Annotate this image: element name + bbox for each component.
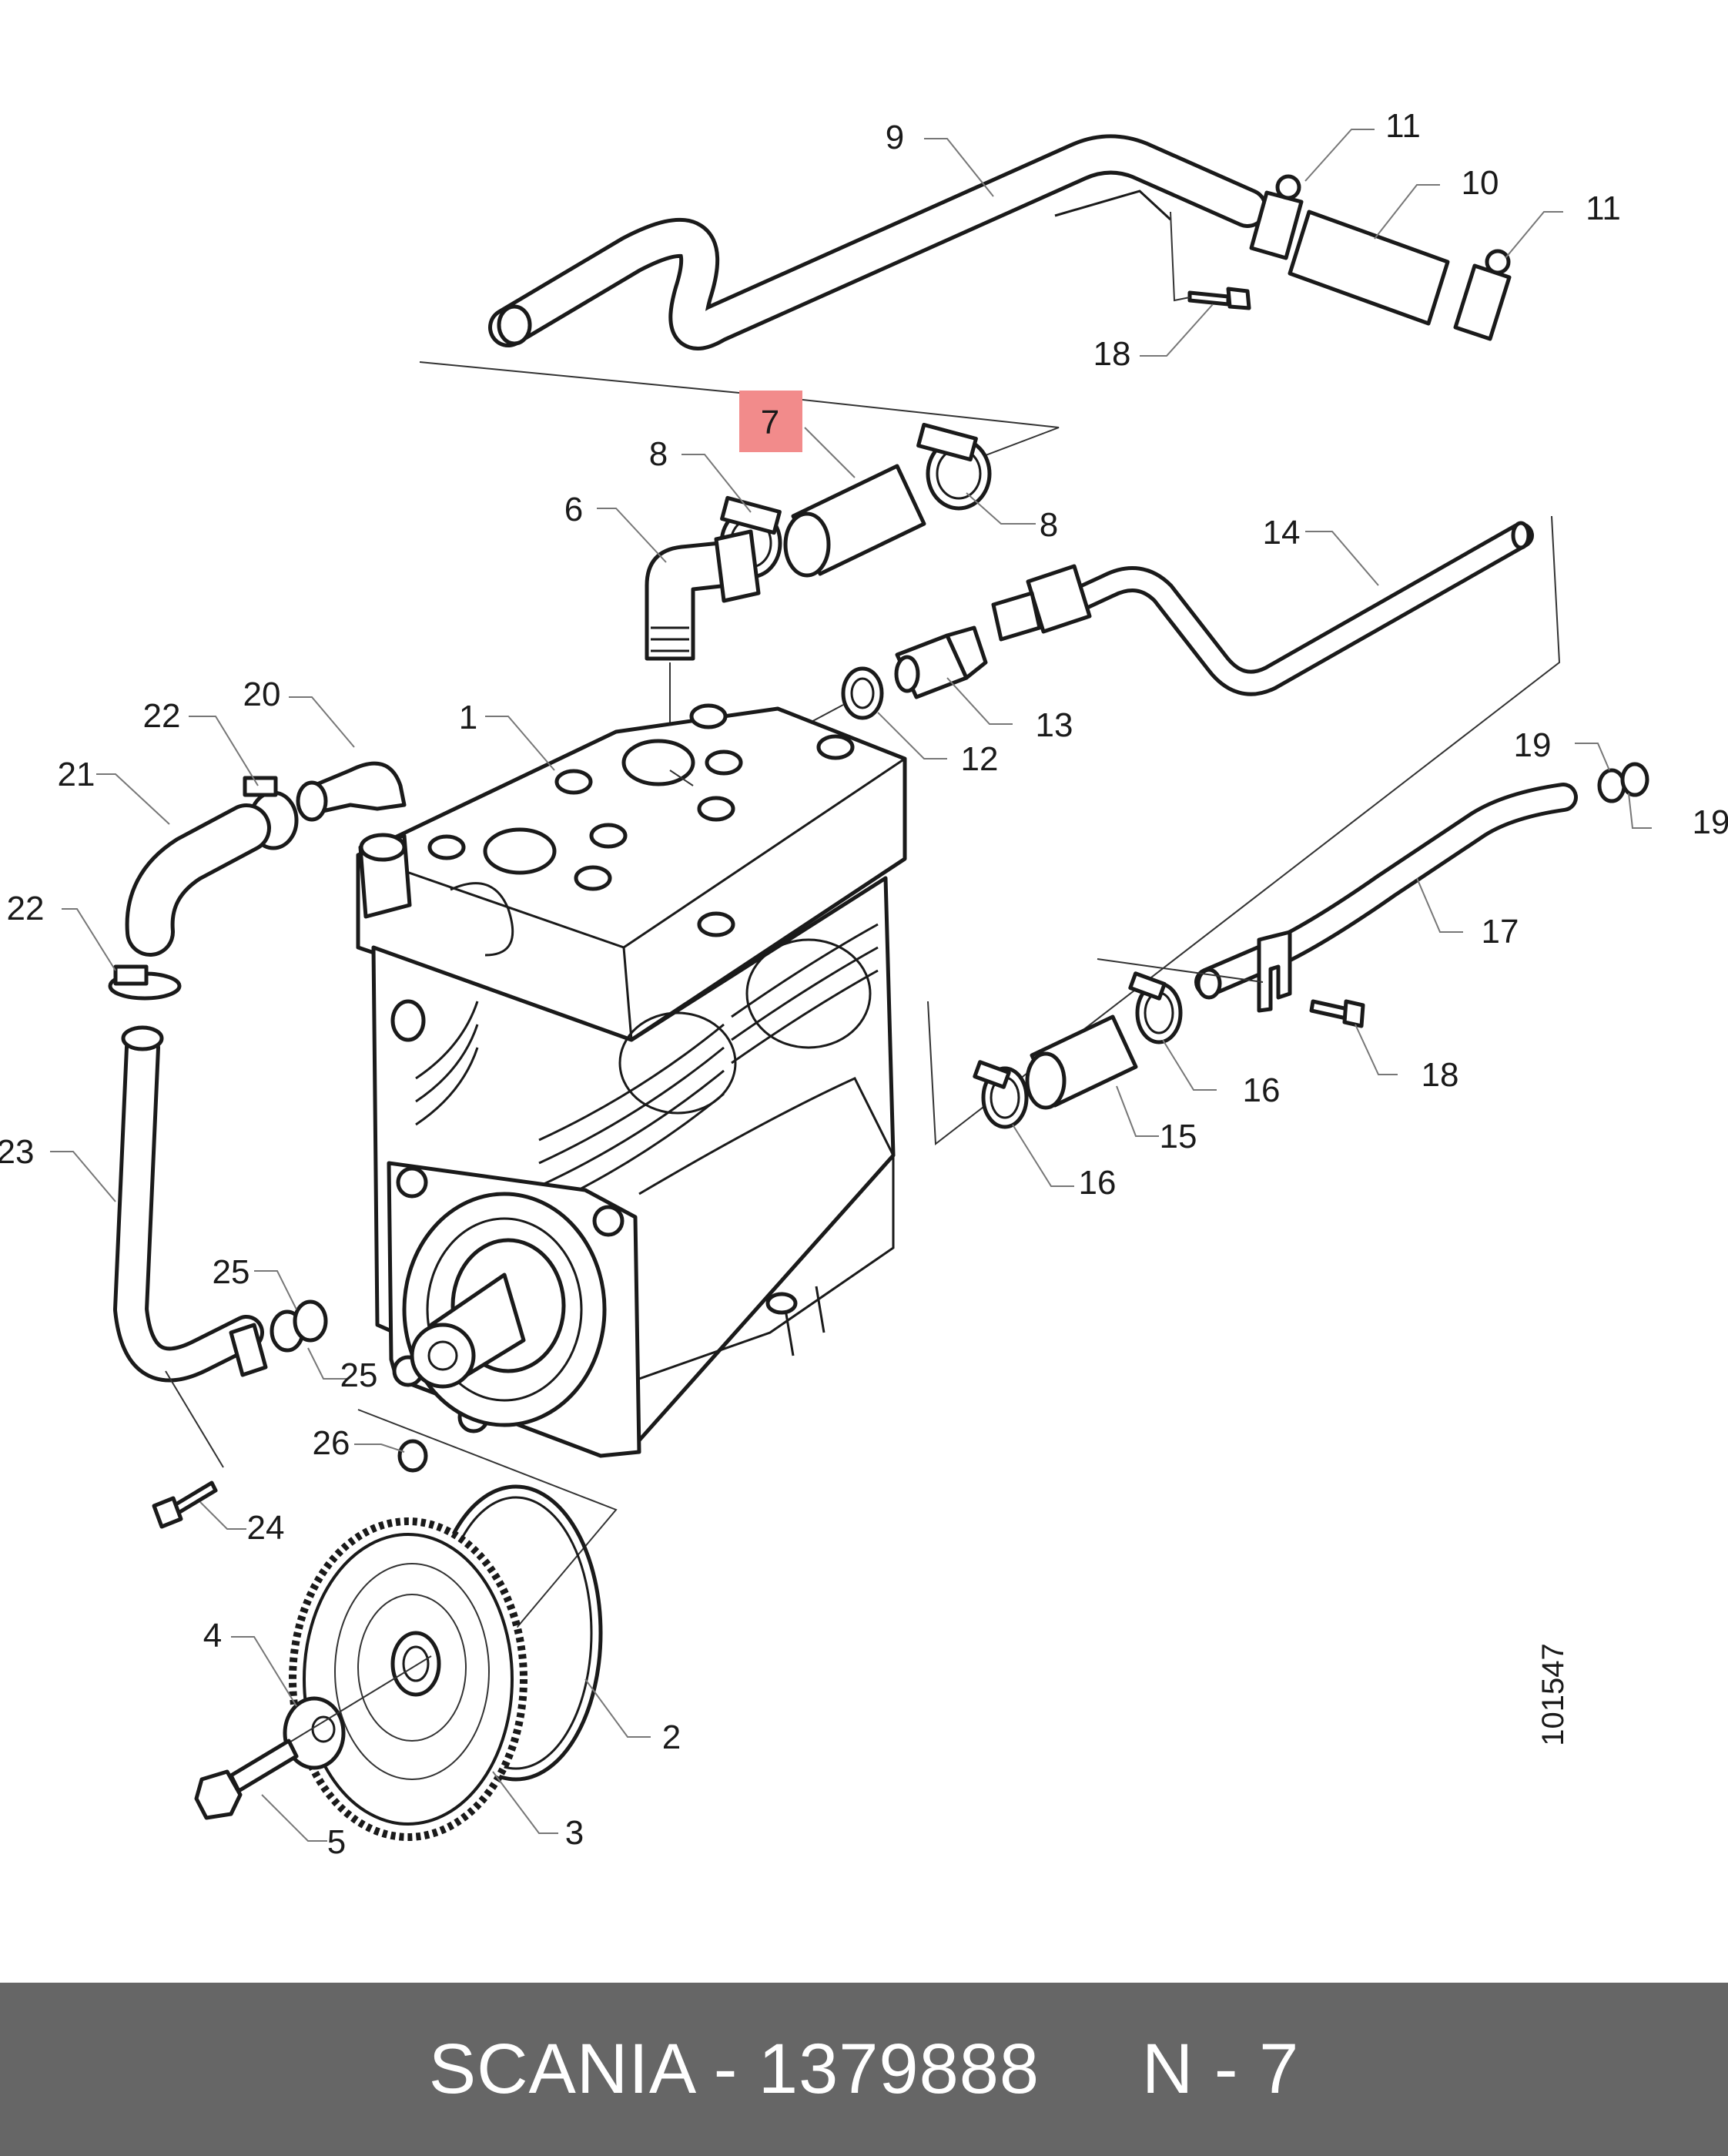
o-rings-19 xyxy=(1597,762,1649,803)
clamp-8-right xyxy=(916,422,992,511)
clamp-16-lower xyxy=(973,1060,1029,1129)
callout-13: 13 xyxy=(1036,706,1073,744)
callout-2: 2 xyxy=(662,1718,681,1756)
callout-22-upper: 22 xyxy=(143,697,181,735)
pipe-23 xyxy=(113,1025,268,1383)
clamp-11-right xyxy=(1453,249,1512,341)
callout-9: 9 xyxy=(886,119,904,156)
callout-6: 6 xyxy=(564,491,583,528)
coolant-pipe-9 xyxy=(488,134,1268,350)
bolt-5 xyxy=(194,1739,299,1820)
compressor-1 xyxy=(356,703,907,1458)
callout-4: 4 xyxy=(203,1617,222,1655)
callout-21: 21 xyxy=(58,756,95,793)
callout-26: 26 xyxy=(313,1424,350,1462)
callout-16-upper: 16 xyxy=(1243,1071,1281,1109)
elbow-6 xyxy=(645,529,761,661)
highlight-box-7 xyxy=(739,391,802,452)
callout-23: 23 xyxy=(0,1133,34,1171)
callout-7: 7 xyxy=(761,404,779,441)
callout-24: 24 xyxy=(247,1509,285,1547)
callout-25-lower: 25 xyxy=(340,1356,378,1394)
bolt-18-right xyxy=(1309,999,1365,1028)
callout-5: 5 xyxy=(327,1823,346,1861)
pipe-14 xyxy=(991,521,1534,696)
hose-15 xyxy=(1025,1014,1138,1110)
callout-16-lower: 16 xyxy=(1079,1164,1117,1202)
parts-diagram: 9 11 10 11 18 7 8 8 6 14 13 12 1 20 22 2… xyxy=(0,107,1728,1861)
washer-4 xyxy=(283,1696,346,1770)
callout-25-upper: 25 xyxy=(213,1253,250,1291)
hose-21 xyxy=(125,803,271,957)
callout-18-right: 18 xyxy=(1422,1056,1459,1094)
bolt-24 xyxy=(152,1480,218,1529)
gear-3 xyxy=(289,1517,527,1841)
clamp-16-upper xyxy=(1128,971,1183,1044)
bolt-18-top xyxy=(1170,211,1251,310)
washer-12 xyxy=(841,666,884,720)
callout-8-left: 8 xyxy=(649,435,668,473)
footer-bar: SCANIA - 1379888 N - 7 xyxy=(0,1983,1728,2156)
o-rings-25 xyxy=(270,1299,328,1353)
callout-14: 14 xyxy=(1263,514,1301,552)
callout-10: 10 xyxy=(1462,164,1499,202)
callout-19-upper: 19 xyxy=(1514,726,1552,764)
callout-15: 15 xyxy=(1160,1118,1197,1155)
callout-8-right: 8 xyxy=(1040,506,1058,544)
leader-lines xyxy=(50,129,1652,1842)
callout-labels: 9 11 10 11 18 7 8 8 6 14 13 12 1 20 22 2… xyxy=(0,107,1728,1861)
o-ring-26 xyxy=(397,1439,428,1473)
callout-12: 12 xyxy=(961,740,999,778)
elbow-20 xyxy=(296,761,407,822)
callout-3: 3 xyxy=(565,1814,584,1852)
drawing-number: 101547 xyxy=(1536,1643,1570,1745)
union-13 xyxy=(894,625,988,699)
pipe-17 xyxy=(1194,783,1578,1013)
callout-20: 20 xyxy=(243,676,281,713)
callout-1: 1 xyxy=(459,699,477,736)
clamp-22-lower xyxy=(108,964,182,1001)
hose-10 xyxy=(1288,210,1450,326)
clamp-11-left xyxy=(1249,174,1304,260)
callout-17: 17 xyxy=(1482,913,1519,951)
footer-part-reference: SCANIA - 1379888 N - 7 xyxy=(428,2030,1300,2108)
callout-11-right: 11 xyxy=(1586,189,1621,227)
callout-19-lower: 19 xyxy=(1693,803,1728,841)
callout-22-lower: 22 xyxy=(7,890,45,927)
hose-7 xyxy=(783,464,926,578)
callout-11-top: 11 xyxy=(1385,107,1421,145)
callout-18-top: 18 xyxy=(1093,335,1131,373)
